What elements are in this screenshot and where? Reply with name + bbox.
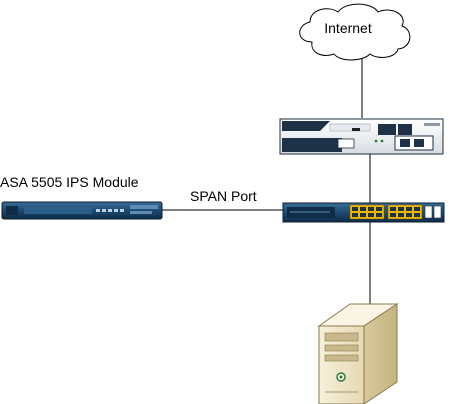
asa-device[interactable]: ASA 5505 IPS Module [0, 174, 163, 220]
router-device[interactable] [279, 118, 444, 155]
cloud-icon [299, 3, 411, 61]
internet-label: Internet [324, 20, 372, 36]
switch-device[interactable] [282, 202, 445, 223]
internet-cloud[interactable]: Internet [299, 3, 411, 61]
asa-appliance-icon [1, 201, 163, 220]
asa-label: ASA 5505 IPS Module [0, 174, 139, 190]
server-device[interactable] [317, 303, 399, 404]
router-icon [279, 118, 444, 155]
span-port-label: SPAN Port [190, 188, 257, 204]
server-icon [317, 303, 399, 404]
switch-icon [282, 202, 445, 223]
connections [161, 52, 371, 306]
